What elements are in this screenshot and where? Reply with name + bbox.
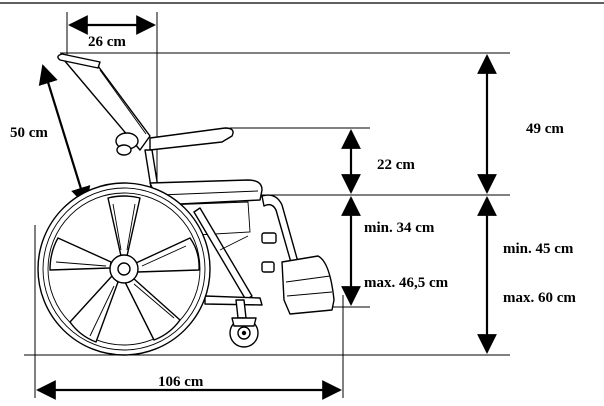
label-backrest-height: 49 cm [526, 121, 564, 137]
armrest [149, 127, 234, 151]
label-total-height-max: max. 60 cm [503, 290, 576, 306]
dimension-arrows [36, 15, 497, 400]
label-seat-height-max: max. 46,5 cm [364, 275, 449, 291]
footrest-leg [261, 194, 299, 267]
backrest [63, 59, 151, 151]
footplate [281, 255, 335, 315]
label-backrest-diagonal: 50 cm [10, 125, 48, 141]
label-seat-height-min: min. 34 cm [364, 220, 435, 236]
push-handle [57, 53, 101, 69]
label-total-height-min: min. 45 cm [503, 241, 574, 257]
labels: 26 cm 50 cm 49 cm 22 cm min. 34 cm max. … [10, 34, 576, 390]
seat [149, 179, 263, 206]
label-overall-length: 106 cm [158, 374, 204, 390]
wheelchair-illustration [37, 53, 335, 356]
extension-lines [24, 12, 510, 398]
label-armrest-height: 22 cm [377, 157, 415, 173]
arrow-backrest-diagonal [38, 64, 91, 207]
rear-wheel [37, 182, 211, 356]
label-backrest-width: 26 cm [88, 34, 126, 50]
